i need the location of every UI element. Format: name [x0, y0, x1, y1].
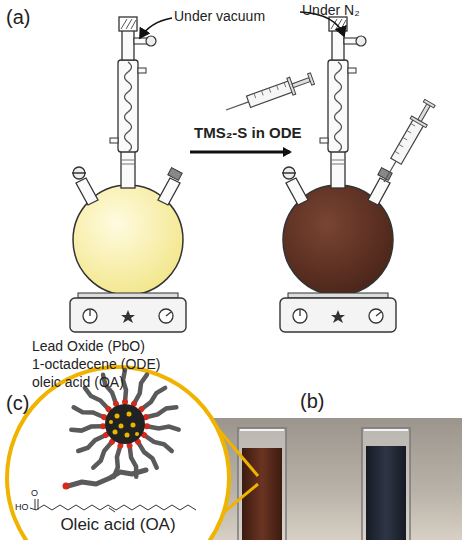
- node-label: Oleic acid (OA): [5, 515, 231, 535]
- ligand: [126, 442, 139, 477]
- sulfur-atoms: [109, 412, 139, 438]
- panel-label: (b): [300, 390, 324, 413]
- photo-background: [205, 418, 462, 540]
- reagent-label: 1-octadecene (ODE): [32, 356, 160, 372]
- ligand: [140, 431, 173, 454]
- callout-outline: [5, 365, 231, 540]
- nanocrystal-core: [105, 404, 145, 444]
- carbon-chain: [36, 505, 196, 510]
- cuvette-rim: [364, 429, 408, 431]
- brown-solution: [283, 185, 393, 295]
- cis-double-bond: [109, 508, 115, 512]
- double-bond: [35, 499, 36, 510]
- ligand: [91, 438, 116, 470]
- circle-callout: Oleic acid (OA): [5, 365, 231, 540]
- condition-label: Under N₂: [302, 2, 360, 18]
- ligand: [77, 431, 110, 454]
- dark-dispersion: [366, 446, 406, 540]
- ligand: [71, 423, 106, 433]
- brown-dispersion: [242, 448, 282, 540]
- callout-circle: [7, 367, 229, 540]
- panel-label: (a): [6, 6, 30, 29]
- condition-label: Under vacuum: [174, 8, 265, 24]
- atom: [127, 412, 132, 417]
- atom: [109, 420, 113, 424]
- oleic-acid-model: [68, 470, 146, 486]
- reagent-label: TMS₂-S in ODE: [194, 124, 302, 141]
- pointer-arrow: [140, 18, 172, 38]
- ligand: [137, 386, 167, 414]
- cuvette: [238, 428, 286, 540]
- ligand: [142, 404, 177, 421]
- ligand: [144, 423, 179, 433]
- atom: [131, 423, 136, 428]
- left-apparatus: [70, 17, 186, 332]
- atom: [115, 414, 120, 419]
- yellow-solution: [73, 185, 183, 295]
- ligand: [73, 404, 108, 421]
- ligand: [130, 373, 150, 407]
- atom: [119, 424, 124, 429]
- atom: [135, 432, 139, 436]
- panel-label: (c): [6, 392, 29, 415]
- ligand: [134, 438, 159, 470]
- reaction-arrow: [190, 151, 290, 154]
- cuvette-photo: [205, 418, 462, 540]
- carboxyl-head: [63, 483, 70, 490]
- ligand: [111, 442, 124, 477]
- inserted-syringe: [376, 98, 438, 187]
- atom-label: O: [31, 488, 38, 498]
- cuvette-rim: [240, 429, 284, 431]
- atom: [125, 433, 130, 438]
- atom-label: HO: [15, 502, 29, 512]
- right-apparatus: [280, 17, 396, 332]
- injection-syringe: [223, 70, 316, 118]
- cuvette: [362, 428, 410, 540]
- atom: [113, 430, 118, 435]
- bond: [30, 508, 36, 510]
- reagent-label: oleic acid (OA): [32, 374, 124, 390]
- double-bond: [38, 499, 39, 510]
- reagent-label: Lead Oxide (PbO): [32, 338, 145, 354]
